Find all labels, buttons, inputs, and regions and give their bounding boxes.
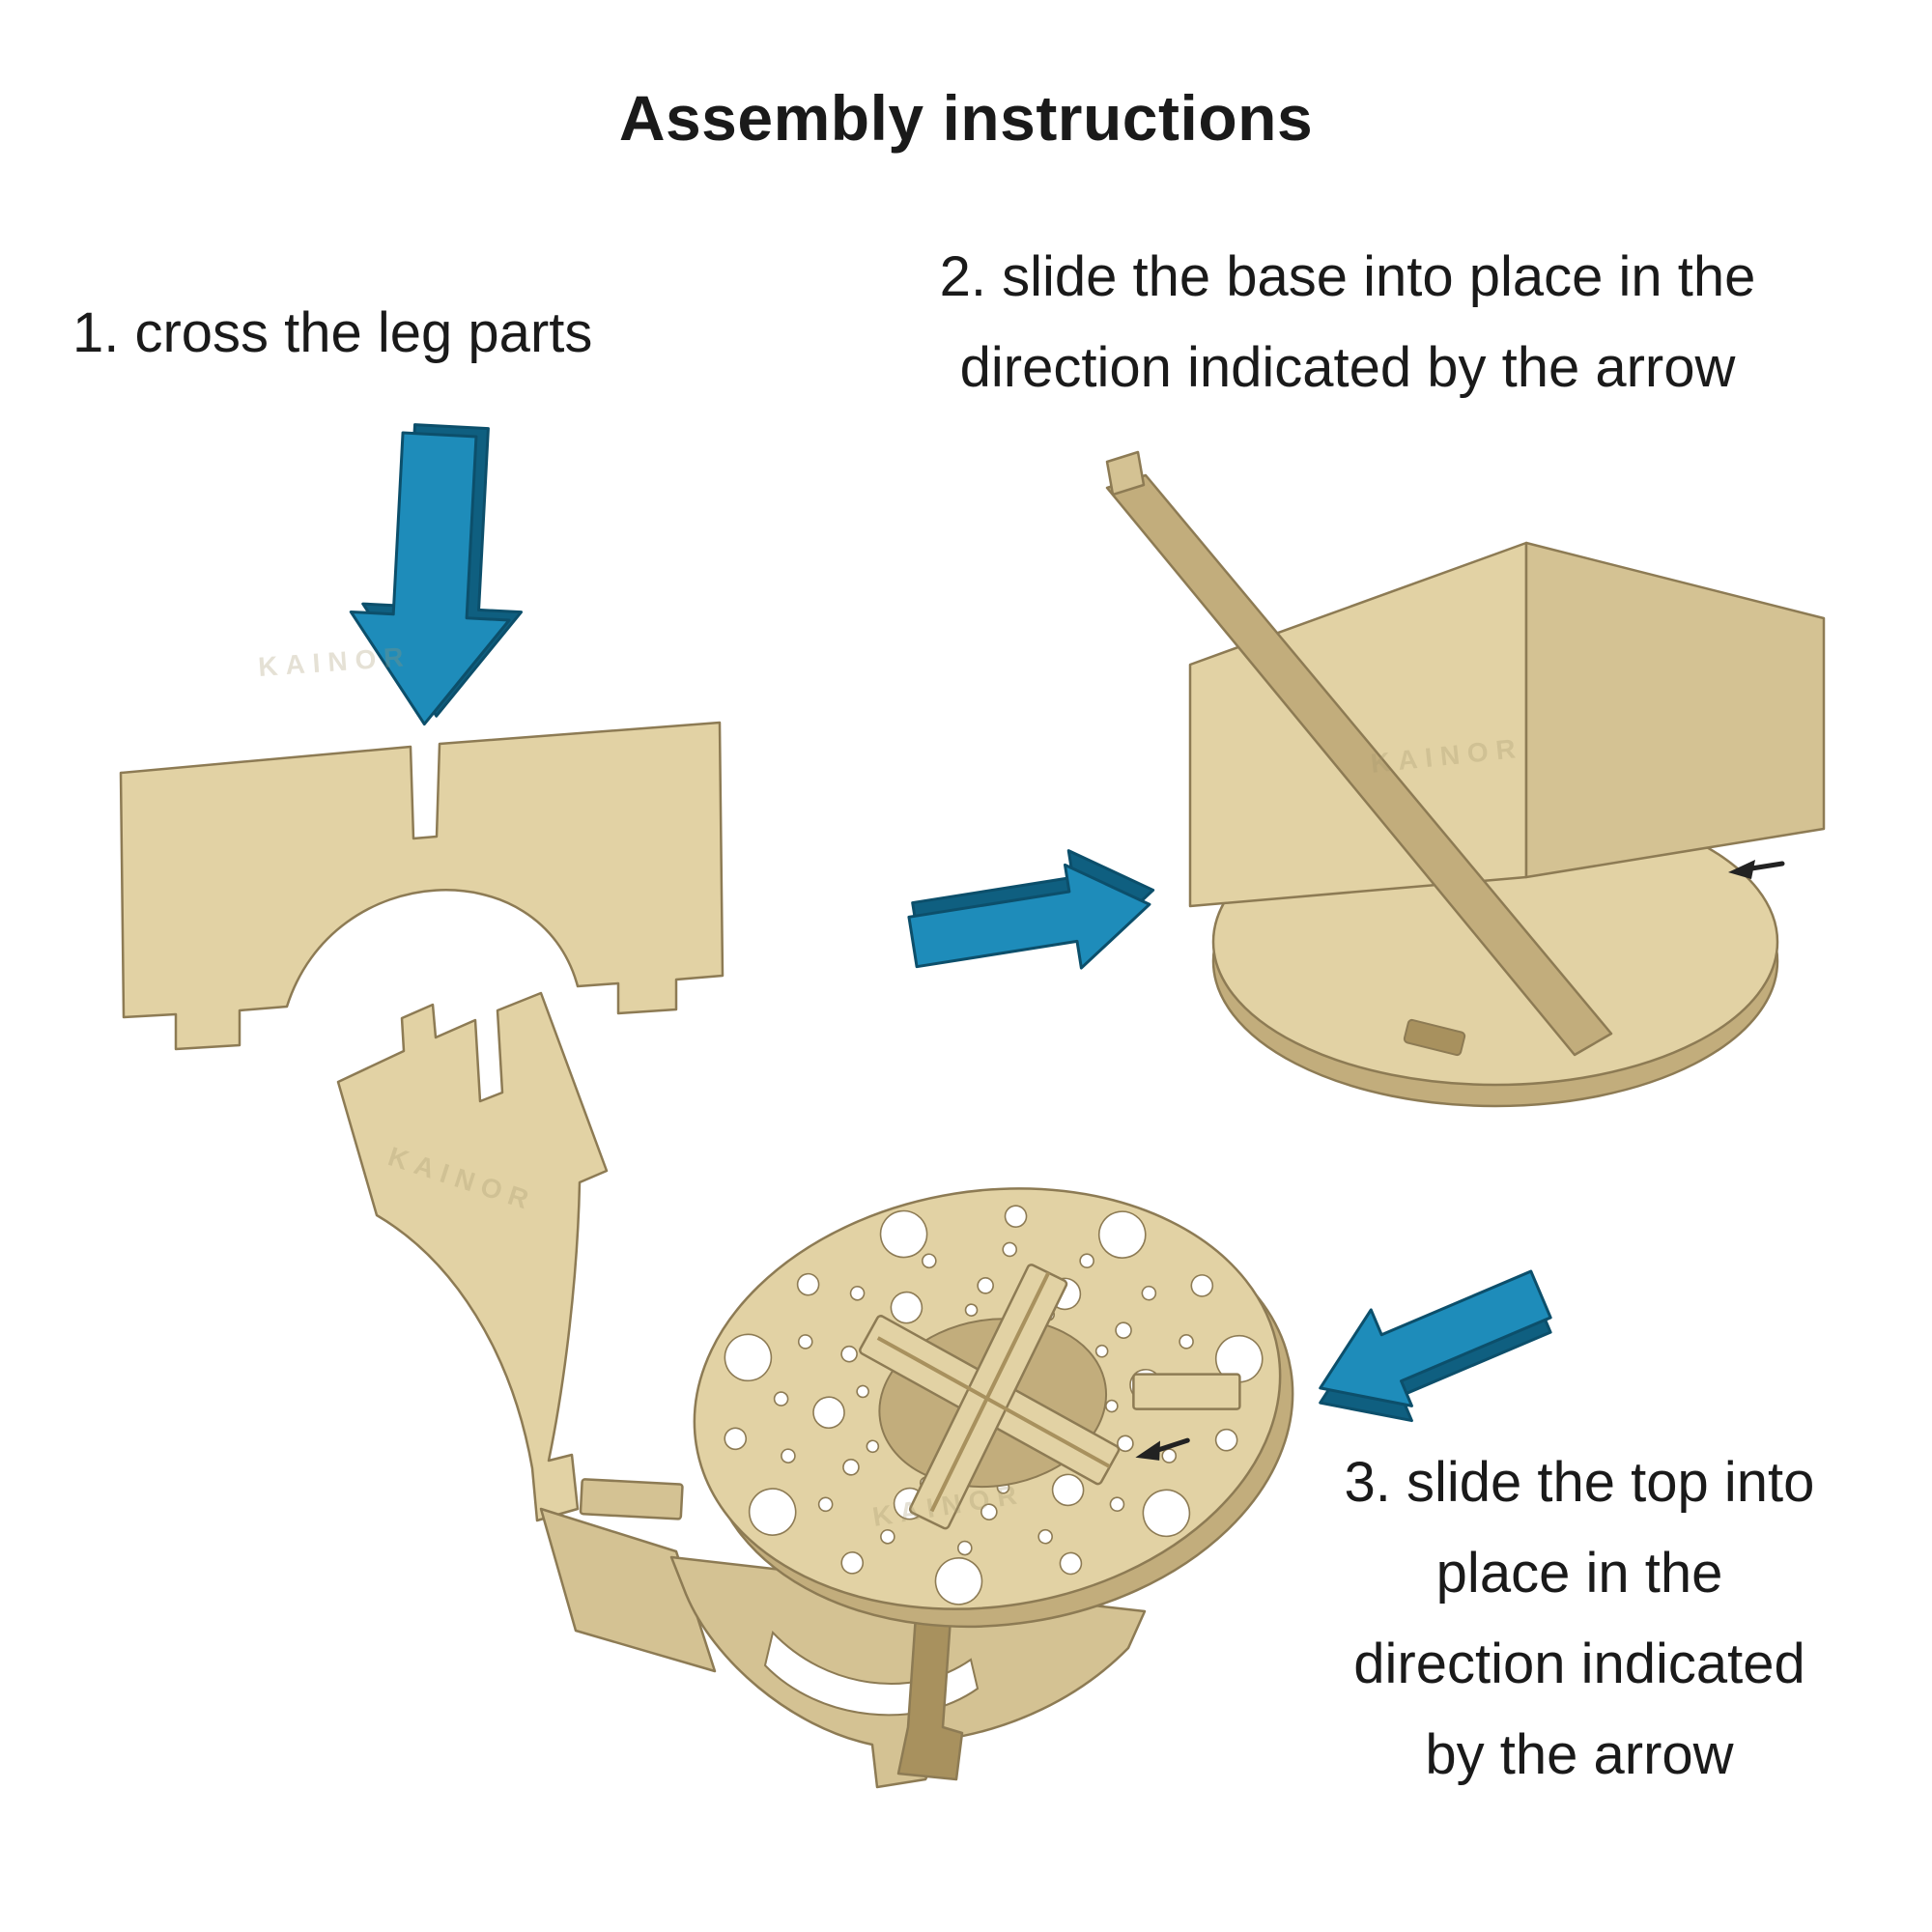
arrow-left-icon: [1319, 1269, 1552, 1423]
disc-hole: [977, 1277, 994, 1294]
leg-part-small: [336, 991, 609, 1522]
disc-hole: [748, 1488, 797, 1536]
page-title: Assembly instructions: [618, 82, 1314, 154]
disc-hole: [817, 1496, 834, 1513]
disc-holes: [724, 1205, 1264, 1605]
disc-hole: [956, 1540, 973, 1556]
center-cross: [859, 1264, 1121, 1530]
step1-caption: 1. cross the leg parts: [72, 288, 592, 379]
disc-hole: [856, 1384, 869, 1399]
disc-hole: [781, 1448, 796, 1463]
step3-line3: direction indicated: [1353, 1632, 1805, 1695]
disc-hole: [773, 1391, 789, 1406]
disc-hole: [1142, 1489, 1191, 1538]
disc-hole: [934, 1557, 983, 1605]
disc-hole: [1097, 1210, 1147, 1259]
leg-panel-right-wing: [1524, 541, 1826, 879]
step1-illustration: KAINOR KAINOR: [119, 423, 724, 1522]
disc-hole: [1141, 1285, 1157, 1301]
engraved-arrow-icon: [1728, 860, 1785, 879]
step2-illustration: KAINOR: [907, 450, 1826, 1108]
disc-hole: [964, 1303, 979, 1317]
top-disc: [579, 1187, 1294, 1629]
step2-line1: 2. slide the base into place in the: [939, 245, 1756, 308]
disc-hole: [1115, 1321, 1132, 1339]
disc-hole: [1190, 1274, 1214, 1297]
arrow-down-body: [349, 431, 511, 726]
disc-hole: [840, 1551, 865, 1575]
disc-hole: [1002, 1241, 1018, 1258]
disc-hole: [1117, 1435, 1134, 1453]
disc-hole: [849, 1285, 866, 1301]
step3-line4: by the arrow: [1425, 1722, 1734, 1786]
step2-line2: direction indicated by the arrow: [959, 335, 1736, 399]
left-tab: [579, 1478, 684, 1520]
disc-hole: [1004, 1205, 1028, 1228]
disc-hole: [980, 1503, 998, 1520]
watermark: KAINOR: [257, 641, 412, 682]
disc-hole: [1109, 1496, 1125, 1513]
disc-hole: [1214, 1334, 1264, 1383]
disc-hole: [812, 1396, 845, 1430]
disc-hole: [922, 1253, 937, 1269]
arrow-left-body: [1319, 1269, 1552, 1407]
step2-caption: 2. slide the base into place in the dire…: [792, 232, 1903, 413]
arrow-down-icon: [349, 423, 524, 726]
under-leg-left-sliver: [539, 1507, 717, 1673]
disc-hole: [1214, 1428, 1238, 1452]
disc-hole: [890, 1291, 923, 1324]
disc-hole: [879, 1209, 928, 1259]
disc-hole: [1079, 1253, 1094, 1269]
disc-hole: [1051, 1473, 1085, 1507]
step3-line2: place in the: [1435, 1541, 1723, 1605]
disc-hole: [1105, 1399, 1119, 1413]
arrow-right-body: [907, 863, 1151, 970]
engraved-arrow-icon: [1135, 1437, 1190, 1461]
leg-part-large: [119, 721, 724, 1051]
leg-panel-top-tab: [1105, 450, 1146, 497]
arrow-right-icon: [907, 849, 1155, 970]
disc-hole: [796, 1272, 820, 1296]
step3-line1: 3. slide the top into: [1344, 1451, 1815, 1514]
step1-label: 1. cross the leg parts: [72, 301, 593, 364]
step3-illustration: KAINOR: [539, 1187, 1552, 1789]
disc-hole: [1037, 1528, 1053, 1545]
right-tab: [1132, 1373, 1241, 1410]
disc-hole: [1179, 1334, 1194, 1350]
disc-hole: [724, 1333, 773, 1382]
under-leg-edge-on: [896, 1613, 964, 1781]
disc-hole: [866, 1439, 880, 1454]
disc-hole: [880, 1528, 895, 1545]
disc-hole: [842, 1459, 860, 1476]
disc-hole: [724, 1427, 748, 1451]
step3-caption: 3. slide the top into place in the direc…: [1246, 1437, 1913, 1801]
base-slot: [1403, 1018, 1466, 1057]
disc-hole: [840, 1345, 858, 1363]
disc-hole: [1094, 1344, 1109, 1358]
disc-hole: [797, 1334, 813, 1350]
disc-hole: [1059, 1551, 1083, 1576]
